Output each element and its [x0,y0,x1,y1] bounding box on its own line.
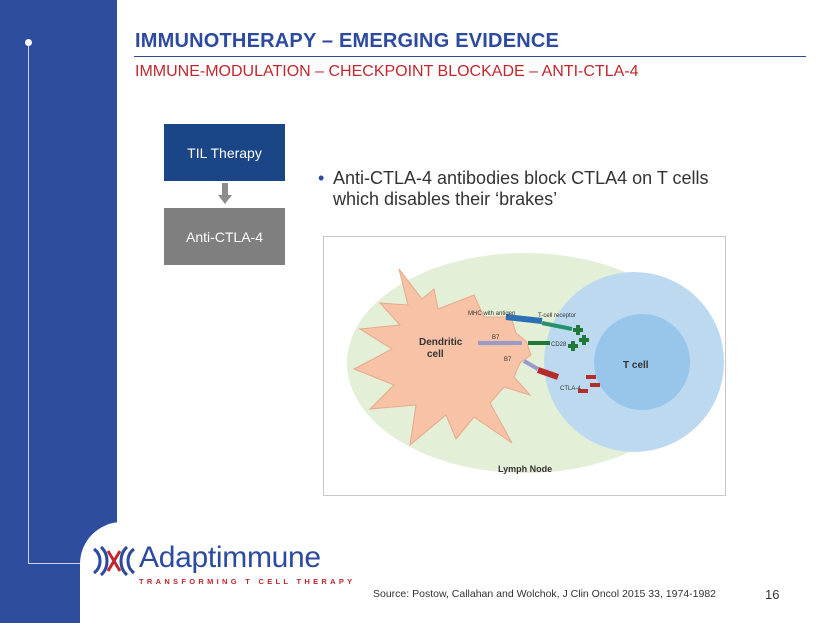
sidebar-vertical-rule [28,42,29,564]
mhc-label: MHC with antigen [468,311,515,317]
tcr-label: T-cell receptor [538,313,576,319]
page-number: 16 [765,587,780,602]
anti-ctla4-box: Anti-CTLA-4 [164,208,285,265]
source-citation: Source: Postow, Callahan and Wolchok, J … [373,588,717,600]
title-rule [134,56,806,57]
ctla4-label: CTLA-4 [560,386,581,392]
til-therapy-box: TIL Therapy [164,124,285,181]
dendritic-cell-shape [352,268,532,447]
t-cell-nucleus [594,314,690,410]
cd28-label: CD28 [551,342,567,348]
figure-illustration: Dendritic cell T cell MHC with antigen T… [347,253,724,474]
brand-tagline: TRANSFORMING T CELL THERAPY [139,577,356,586]
ctla4-molecule [537,367,559,380]
b7-molecule-2 [523,359,539,371]
slide-subtitle: IMMUNE-MODULATION – CHECKPOINT BLOCKADE … [135,63,639,80]
brand-name: Adaptimmune [139,541,321,574]
adaptimmune-logo-icon [92,545,136,577]
tcr-molecule [541,321,573,331]
lymph-node-label: Lymph Node [498,464,552,474]
down-arrow-icon [218,183,232,204]
sidebar-dot [25,39,32,46]
activation-signals [568,325,589,351]
dendritic-label-1: Dendritic [419,337,463,348]
ctla4-mechanism-figure: Dendritic cell T cell MHC with antigen T… [323,236,726,496]
slide-title: IMMUNOTHERAPY – EMERGING EVIDENCE [135,30,560,52]
dendritic-label-2: cell [427,349,444,360]
mhc-molecule [505,314,543,324]
logo-panel [80,522,380,623]
inhibition-signals [578,375,600,393]
t-cell-label: T cell [623,360,649,371]
b7-label-2: B7 [504,357,512,363]
sidebar-horizontal-rule [28,563,80,564]
sidebar-band [0,0,117,623]
bullet-text: Anti-CTLA-4 antibodies block CTLA4 on T … [333,168,709,209]
bullet-icon: • [318,168,325,188]
b7-label-1: B7 [492,335,500,341]
